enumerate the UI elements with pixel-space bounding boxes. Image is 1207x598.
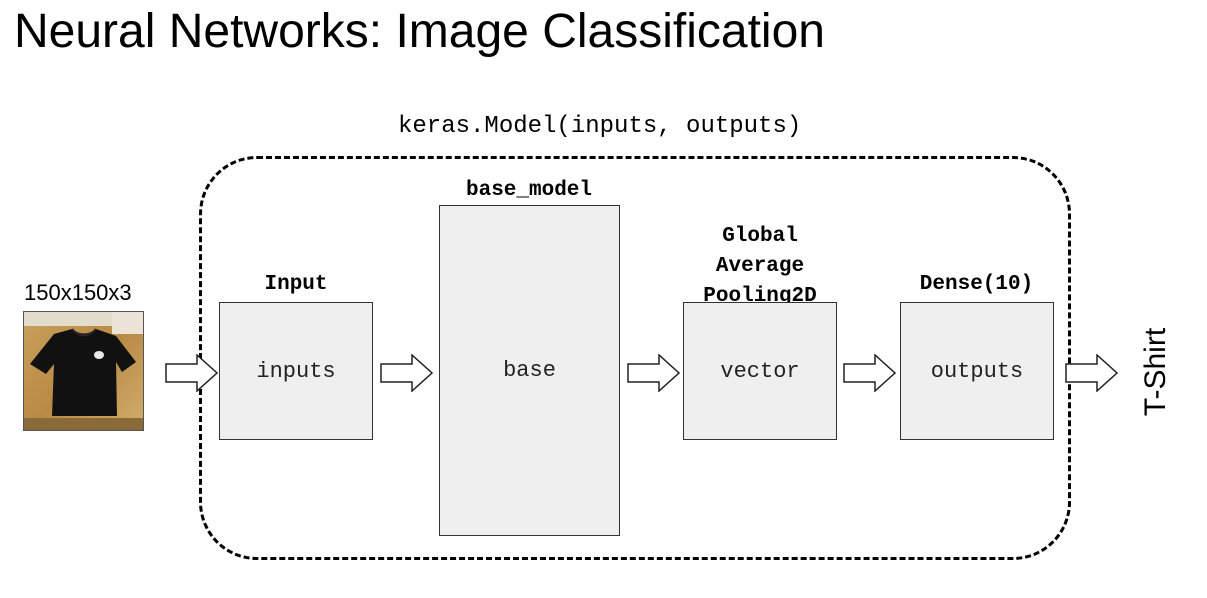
outputs-box: outputs — [900, 302, 1054, 440]
dense-layer-label: Dense(10) — [919, 273, 1034, 296]
input-layer-label: Input — [264, 273, 328, 296]
prediction-label: T-Shirt — [1139, 327, 1172, 417]
base-model-label: base_model — [465, 179, 593, 202]
pooling-layer-label: Global Average Pooling2D — [683, 222, 837, 312]
slide-title: Neural Networks: Image Classification — [14, 5, 825, 58]
tshirt-image — [23, 311, 144, 431]
keras-model-label: keras.Model(inputs, outputs) — [398, 113, 802, 140]
vector-box-text: vector — [720, 358, 800, 384]
vector-box: vector — [683, 302, 837, 440]
base-box: base — [439, 205, 620, 536]
arrow-icon — [843, 354, 897, 392]
pooling-label-line-2: Average — [715, 255, 805, 278]
inputs-box-text: inputs — [256, 358, 336, 384]
base-box-text: base — [503, 358, 556, 383]
arrow-icon — [1065, 354, 1119, 392]
image-size-label: 150x150x3 — [24, 280, 132, 305]
outputs-box-text: outputs — [930, 358, 1024, 384]
arrow-icon — [380, 354, 434, 392]
pooling-label-line-1: Global — [722, 225, 798, 248]
inputs-box: inputs — [219, 302, 373, 440]
arrow-icon — [627, 354, 681, 392]
arrow-icon — [165, 354, 219, 392]
